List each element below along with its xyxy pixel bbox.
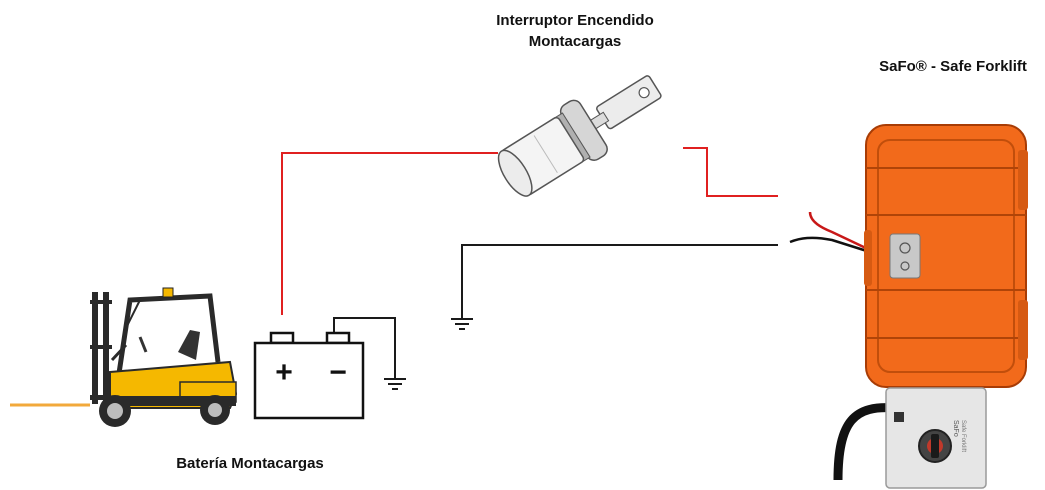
ground-symbol-battery: [384, 378, 406, 390]
device-cable: [833, 403, 896, 481]
black-ground-wire-battery: [333, 317, 396, 378]
battery-minus-sign: −: [329, 356, 347, 389]
forklift-image: [10, 287, 238, 427]
safo-device-image: SaFo Safe Forklift: [789, 124, 1028, 489]
wires: [281, 147, 778, 378]
ignition-switch-label: Interruptor Encendido Montacargas: [455, 10, 695, 52]
battery-icon: [253, 331, 365, 420]
ignition-switch-image: [497, 75, 662, 197]
ignition-switch-label-line1: Interruptor Encendido: [496, 12, 654, 29]
black-ground-wire-safo: [461, 244, 778, 318]
device-brand-text: SaFo: [952, 420, 959, 437]
battery-plus-sign: +: [275, 356, 293, 389]
red-wire-battery-to-switch: [281, 152, 498, 315]
red-wire-switch-to-safo: [683, 147, 778, 197]
case-label-plate: [889, 233, 921, 279]
device-sub-text: Safe Forklift: [960, 420, 966, 452]
battery-label: Batería Montacargas: [176, 455, 324, 472]
ignition-switch-label-line2: Montacargas: [528, 33, 622, 50]
safo-device-label: SaFo® - Safe Forklift: [879, 58, 1027, 75]
ground-symbol-left: [451, 318, 473, 330]
